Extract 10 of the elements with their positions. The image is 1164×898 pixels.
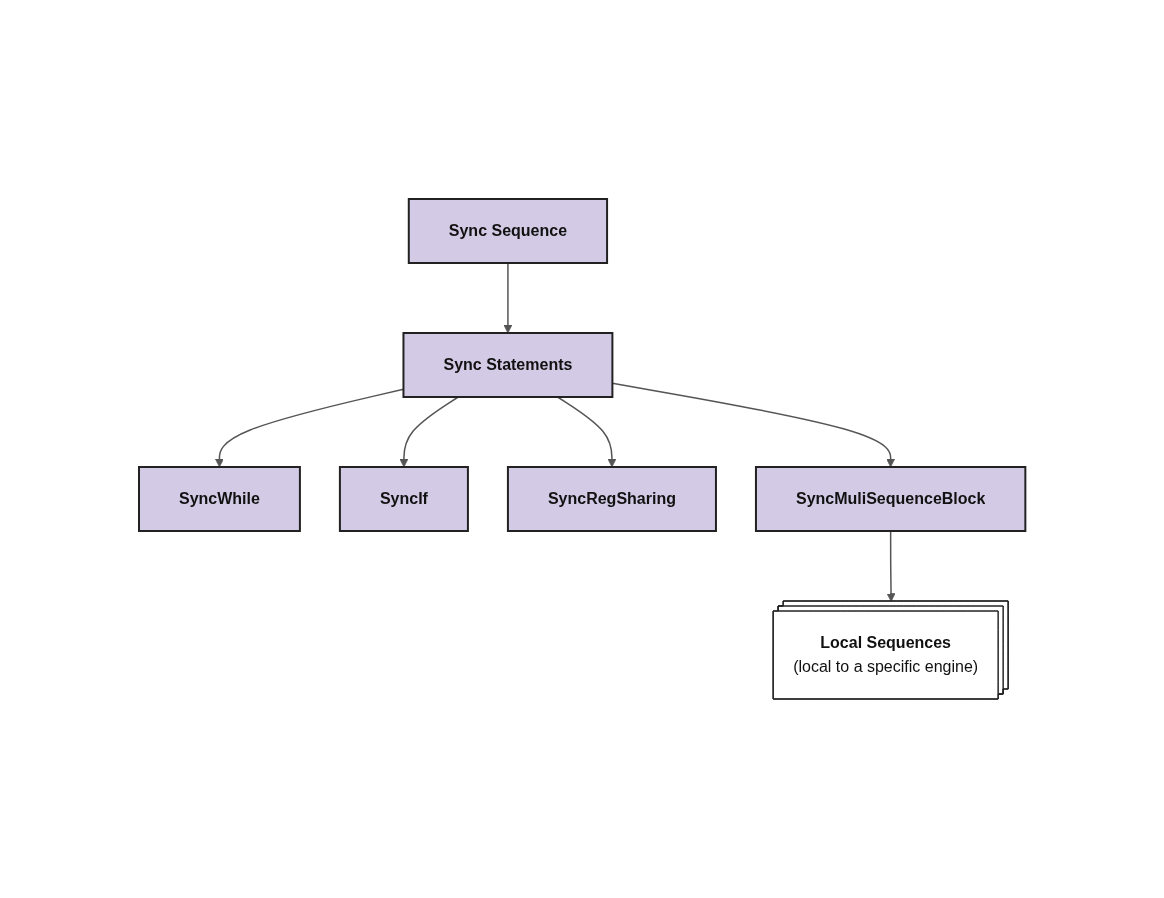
arrow (556, 396, 617, 468)
node-box: SyncMuliSequenceBlock (754, 466, 1027, 532)
arrow (503, 262, 513, 334)
arrow (399, 396, 459, 468)
node-box: SyncIf (338, 466, 469, 532)
node-box: Sync Sequence (407, 198, 608, 264)
arrow (886, 530, 896, 602)
node-box: SyncRegSharing (506, 466, 717, 532)
node-box: SyncWhile (137, 466, 301, 532)
node-box: Sync Statements (402, 332, 614, 398)
